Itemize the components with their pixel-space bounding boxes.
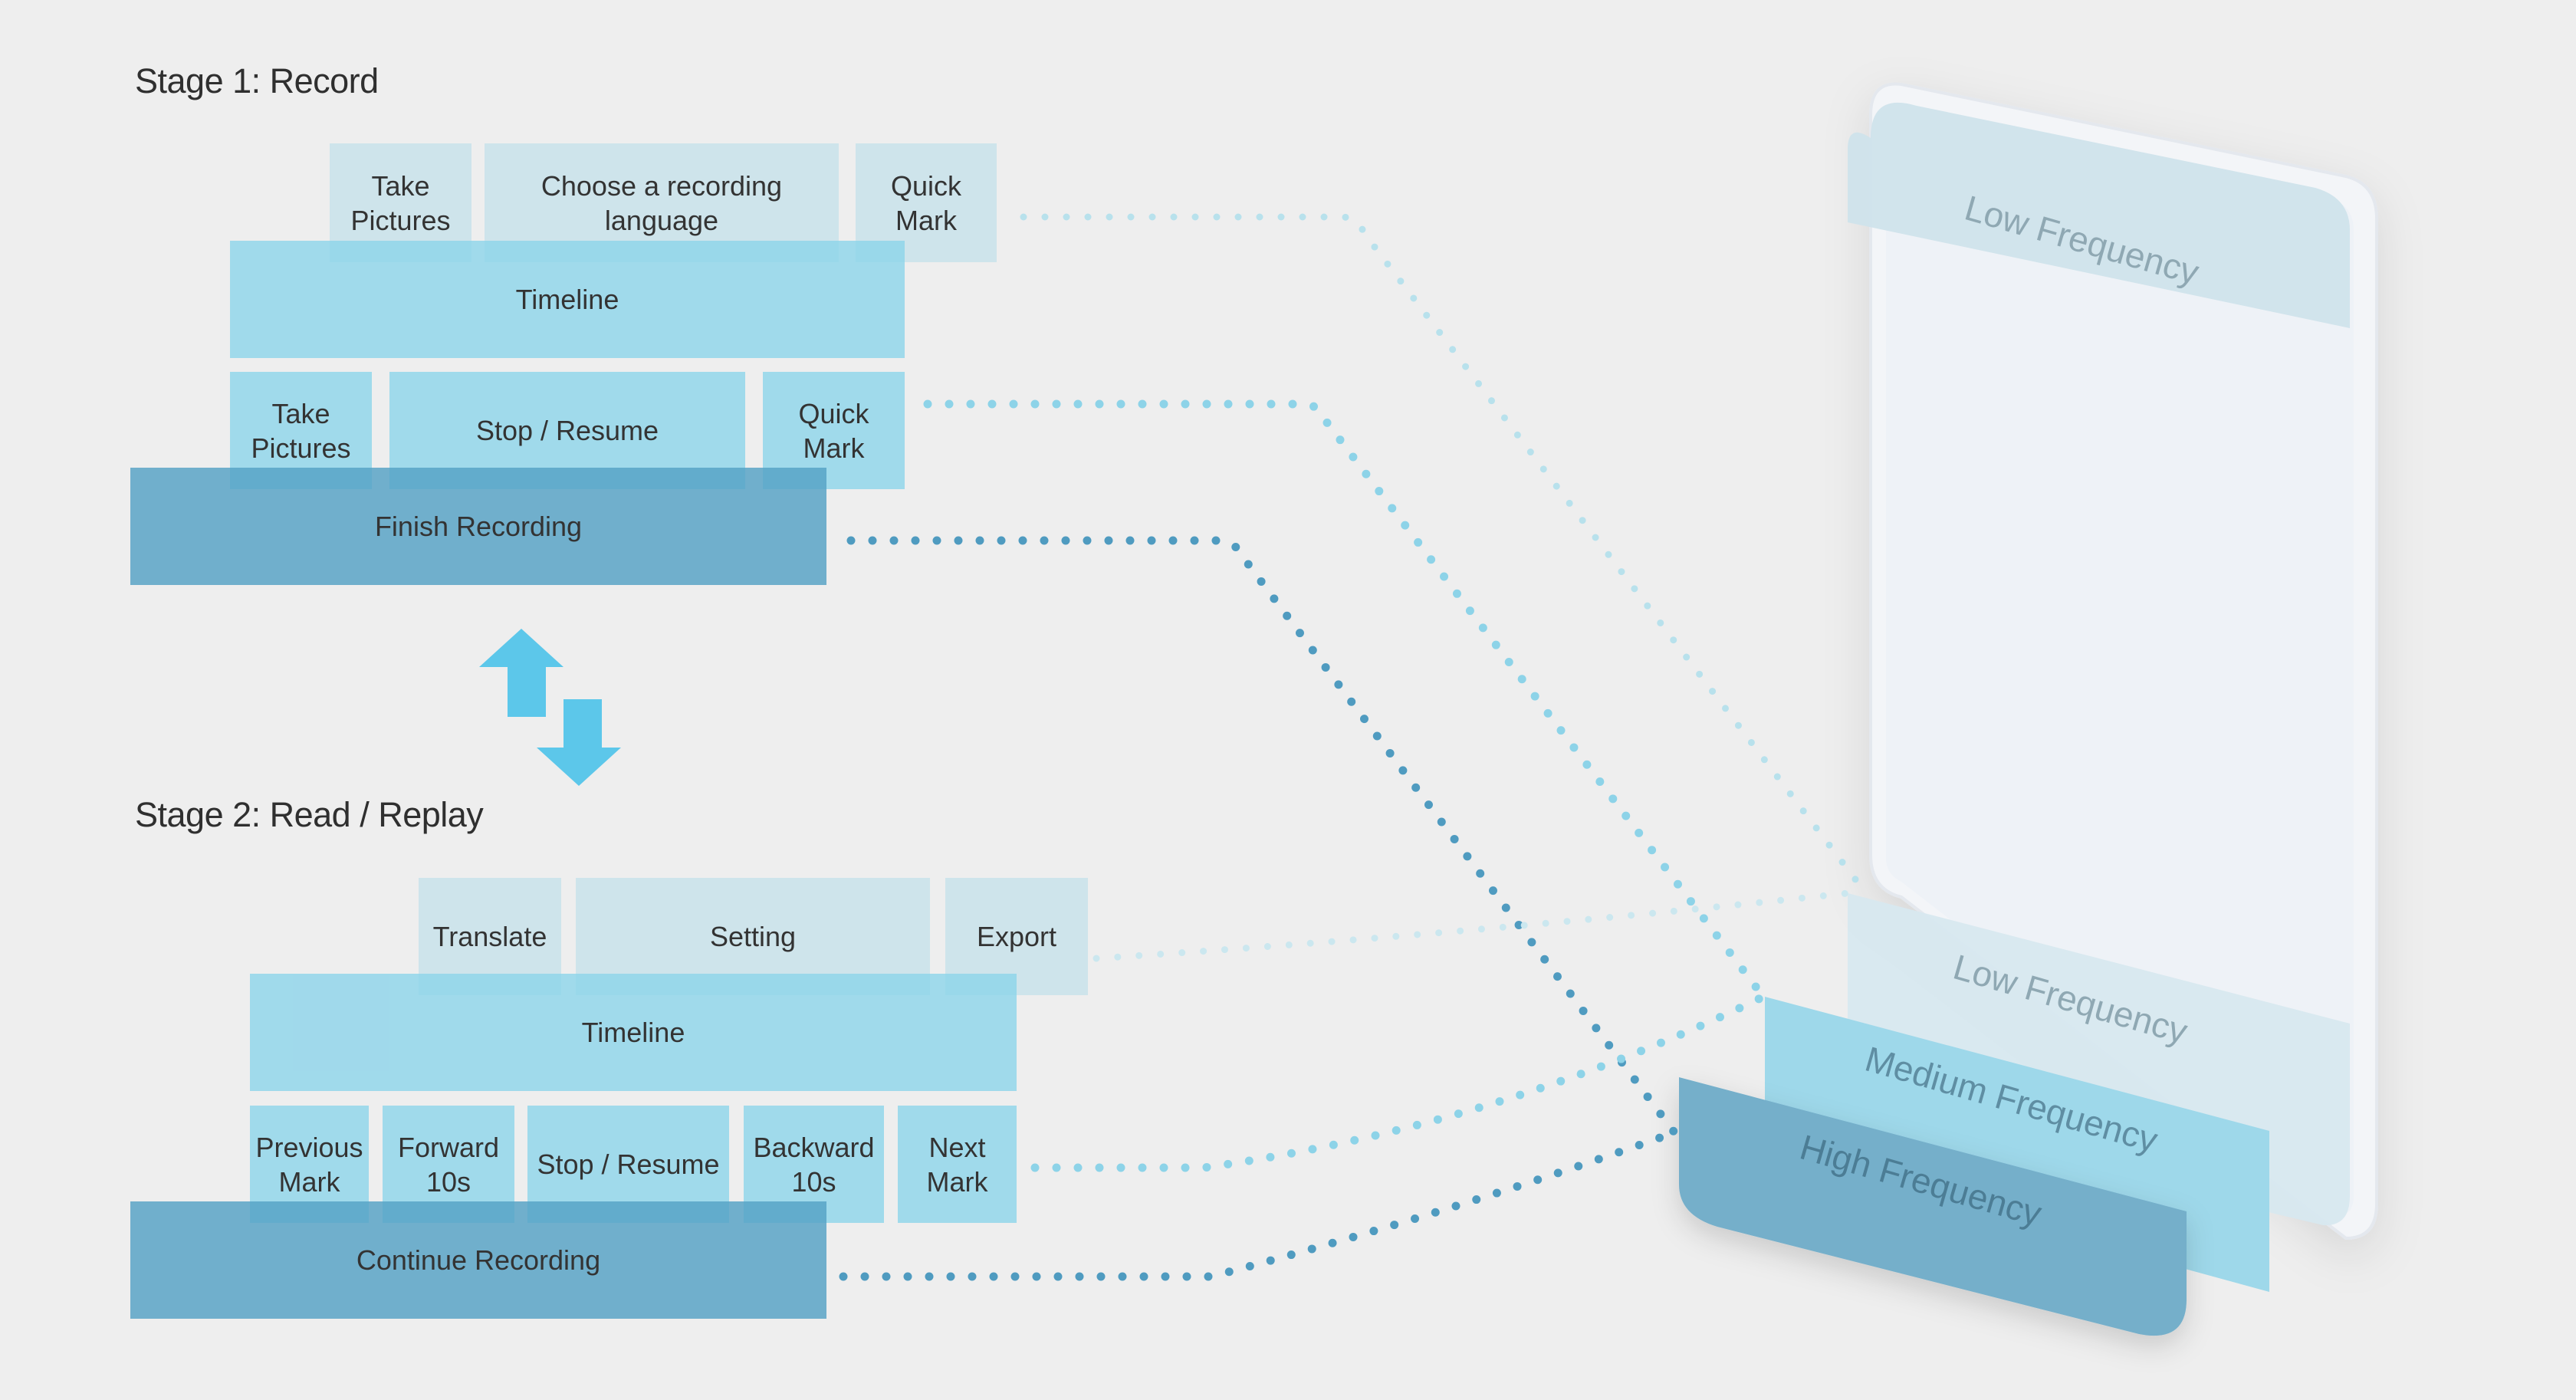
phone-illustration: Low Frequency Low Frequency Medium Frequ… — [1679, 82, 2378, 1336]
connector-lines — [839, 213, 1867, 1281]
connector-stage2-low — [1092, 889, 1852, 962]
finish-recording-button[interactable]: Finish Recording — [130, 468, 826, 585]
stage1-quick-mark-low[interactable]: Quick Mark — [856, 143, 997, 262]
connector-stage2-mid — [1030, 992, 1768, 1172]
swap-arrows — [479, 629, 621, 786]
stage2-title: Stage 2: Read / Replay — [135, 795, 484, 834]
phone-top-band — [1848, 102, 2350, 328]
stage1-timeline[interactable]: Timeline — [230, 241, 905, 358]
connector-stage1-mid — [923, 399, 1768, 1001]
stage2-export[interactable]: Export — [945, 878, 1088, 995]
connector-stage1-high — [846, 536, 1684, 1143]
connector-stage1-low — [1020, 213, 1867, 893]
arrow-down-icon — [537, 699, 621, 786]
stage1-title: Stage 1: Record — [135, 61, 379, 100]
continue-recording-button[interactable]: Continue Recording — [130, 1201, 826, 1319]
stage2-next-mark[interactable]: Next Mark — [898, 1106, 1017, 1223]
arrow-up-icon — [479, 629, 564, 717]
phone-high-band — [1679, 1077, 2187, 1336]
stage2-timeline[interactable]: Timeline — [250, 974, 1017, 1091]
